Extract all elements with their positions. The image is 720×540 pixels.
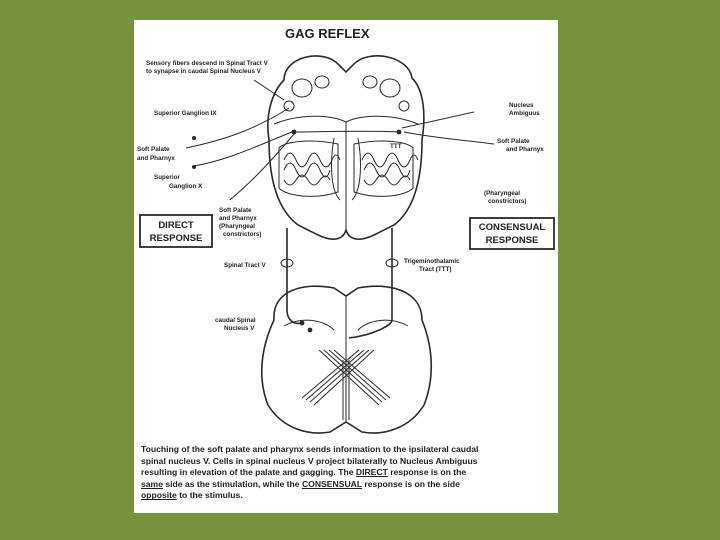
- label-trigeminothalamic-1: Trigeminothalamic: [404, 258, 460, 265]
- caption-direct: DIRECT: [355, 467, 388, 478]
- decussating-fibers: [301, 349, 391, 420]
- caption-line-4: same side as the stimulation, while the …: [141, 479, 553, 491]
- label-superior-ganglion-x-1: Superior: [154, 174, 180, 181]
- bilateral-projection: [293, 130, 400, 133]
- label-sensory-line2: to synapse in caudal Spinal Nucleus V: [146, 68, 262, 75]
- label-caudal-spinal-2: Nucleus V: [224, 325, 255, 332]
- caption-line-3-post: response is on the: [387, 467, 467, 478]
- caption-opposite: opposite: [141, 490, 177, 501]
- caption-line-1: Touching of the soft palate and pharynx …: [141, 444, 479, 454]
- label-pharyngeal-right-1: (Pharyngeal: [484, 190, 520, 197]
- trigeminothalamic-tract-pathway: [348, 228, 393, 339]
- caption-line-5: opposite to the stimulus.: [141, 490, 553, 502]
- label-soft-palate-left-1: Soft Palate: [137, 146, 170, 153]
- spinal-tract-v-pathway: [286, 228, 303, 325]
- medulla-outline: [267, 55, 425, 240]
- caudal-nucleus-v-cell-1: [299, 320, 305, 326]
- direct-response-box: DIRECT RESPONSE: [139, 214, 213, 248]
- caption-line-4-post: response is on the side: [361, 478, 460, 489]
- olive-capsule-right: [353, 140, 414, 197]
- dorsal-nucleus-right-2: [362, 75, 378, 89]
- label-ttt: TTT: [390, 143, 402, 150]
- dorsal-horns: [283, 319, 409, 331]
- gag-reflex-figure: GAG REFLEX: [134, 20, 558, 513]
- gag-reflex-diagram: GAG REFLEX: [137, 26, 555, 434]
- caption-line-5-post: to the stimulus.: [176, 490, 243, 501]
- caption-line-3-pre: resulting in elevation of the palate and…: [141, 467, 356, 478]
- consensual-response-line1: CONSENSUAL: [479, 222, 546, 233]
- label-pharyngeal-left-2: constrictors): [223, 231, 262, 238]
- label-sensory-line1: Sensory fibers descend in Spinal Tract V: [146, 60, 269, 67]
- direct-response-line2: RESPONSE: [150, 233, 203, 244]
- motor-efferent-right: [403, 131, 495, 145]
- figure-caption: Touching of the soft palate and pharynx …: [141, 444, 553, 502]
- label-soft-palate-right-2: and Pharnyx: [506, 146, 544, 153]
- inferior-olive-right: [361, 152, 419, 186]
- label-soft-palate-mid-2: and Pharnyx: [219, 215, 257, 222]
- label-soft-palate-left-2: and Pharnyx: [137, 155, 175, 162]
- motor-efferent-left: [229, 133, 295, 201]
- olive-capsule-left: [278, 140, 339, 197]
- spinal-nucleus-v-right: [398, 100, 410, 112]
- inferior-olive-left: [283, 152, 341, 186]
- caption-line-2: spinal nucleus V. Cells in spinal nucleu…: [141, 455, 478, 466]
- sensory-arrow: [253, 79, 285, 101]
- caption-line-3: resulting in elevation of the palate and…: [141, 467, 553, 479]
- label-pharyngeal-left-1: (Pharyngeal: [219, 223, 255, 230]
- label-nucleus-ambiguus-2: Ambiguus: [509, 110, 540, 117]
- spinal-nucleus-v-left: [283, 100, 295, 112]
- spinal-cord-outline: [260, 285, 433, 434]
- spinal-cord-section: [260, 285, 433, 434]
- consensual-response-box: CONSENSUAL RESPONSE: [469, 217, 555, 250]
- caption-line-4-mid: side as the stimulation, while the: [162, 478, 302, 489]
- label-trigeminothalamic-2: Tract (TTT): [419, 266, 452, 273]
- label-soft-palate-right-1: Soft Palate: [497, 138, 530, 145]
- dorsal-nucleus-right: [379, 78, 401, 98]
- caption-same: same: [141, 478, 163, 489]
- medulla-section: [267, 55, 425, 240]
- label-pharyngeal-right-2: constrictors): [488, 198, 527, 205]
- label-superior-ganglion-x-2: Ganglion X: [169, 183, 203, 190]
- label-spinal-tract-v: Spinal Tract V: [224, 262, 266, 269]
- label-soft-palate-mid-1: Soft Palate: [219, 207, 252, 214]
- pyramids: [331, 137, 361, 201]
- label-caudal-spinal-1: caudal Spinal: [215, 317, 256, 324]
- spinal-tract-v-bundle: [280, 258, 294, 268]
- diagram-title: GAG REFLEX: [285, 26, 370, 41]
- consensual-response-line2: RESPONSE: [486, 235, 539, 246]
- caudal-nucleus-v-cell-2: [307, 327, 313, 333]
- superior-ganglion-ix-marker: [192, 136, 196, 140]
- direct-response-line1: DIRECT: [158, 220, 194, 231]
- caption-consensual: CONSENSUAL: [301, 478, 362, 489]
- label-superior-ganglion-ix: Superior Ganglion IX: [154, 110, 217, 117]
- label-nucleus-ambiguus-1: Nucleus: [509, 102, 534, 109]
- ttt-bundle: [385, 258, 399, 268]
- dorsal-nucleus-left: [291, 78, 313, 98]
- superior-ganglion-x-marker: [192, 165, 196, 169]
- nucleus-ambiguus-pointer: [401, 111, 475, 129]
- dorsal-nucleus-left-2: [314, 75, 330, 89]
- nerve-x-pathway: [193, 131, 293, 167]
- nerve-ix-pathway: [185, 107, 290, 149]
